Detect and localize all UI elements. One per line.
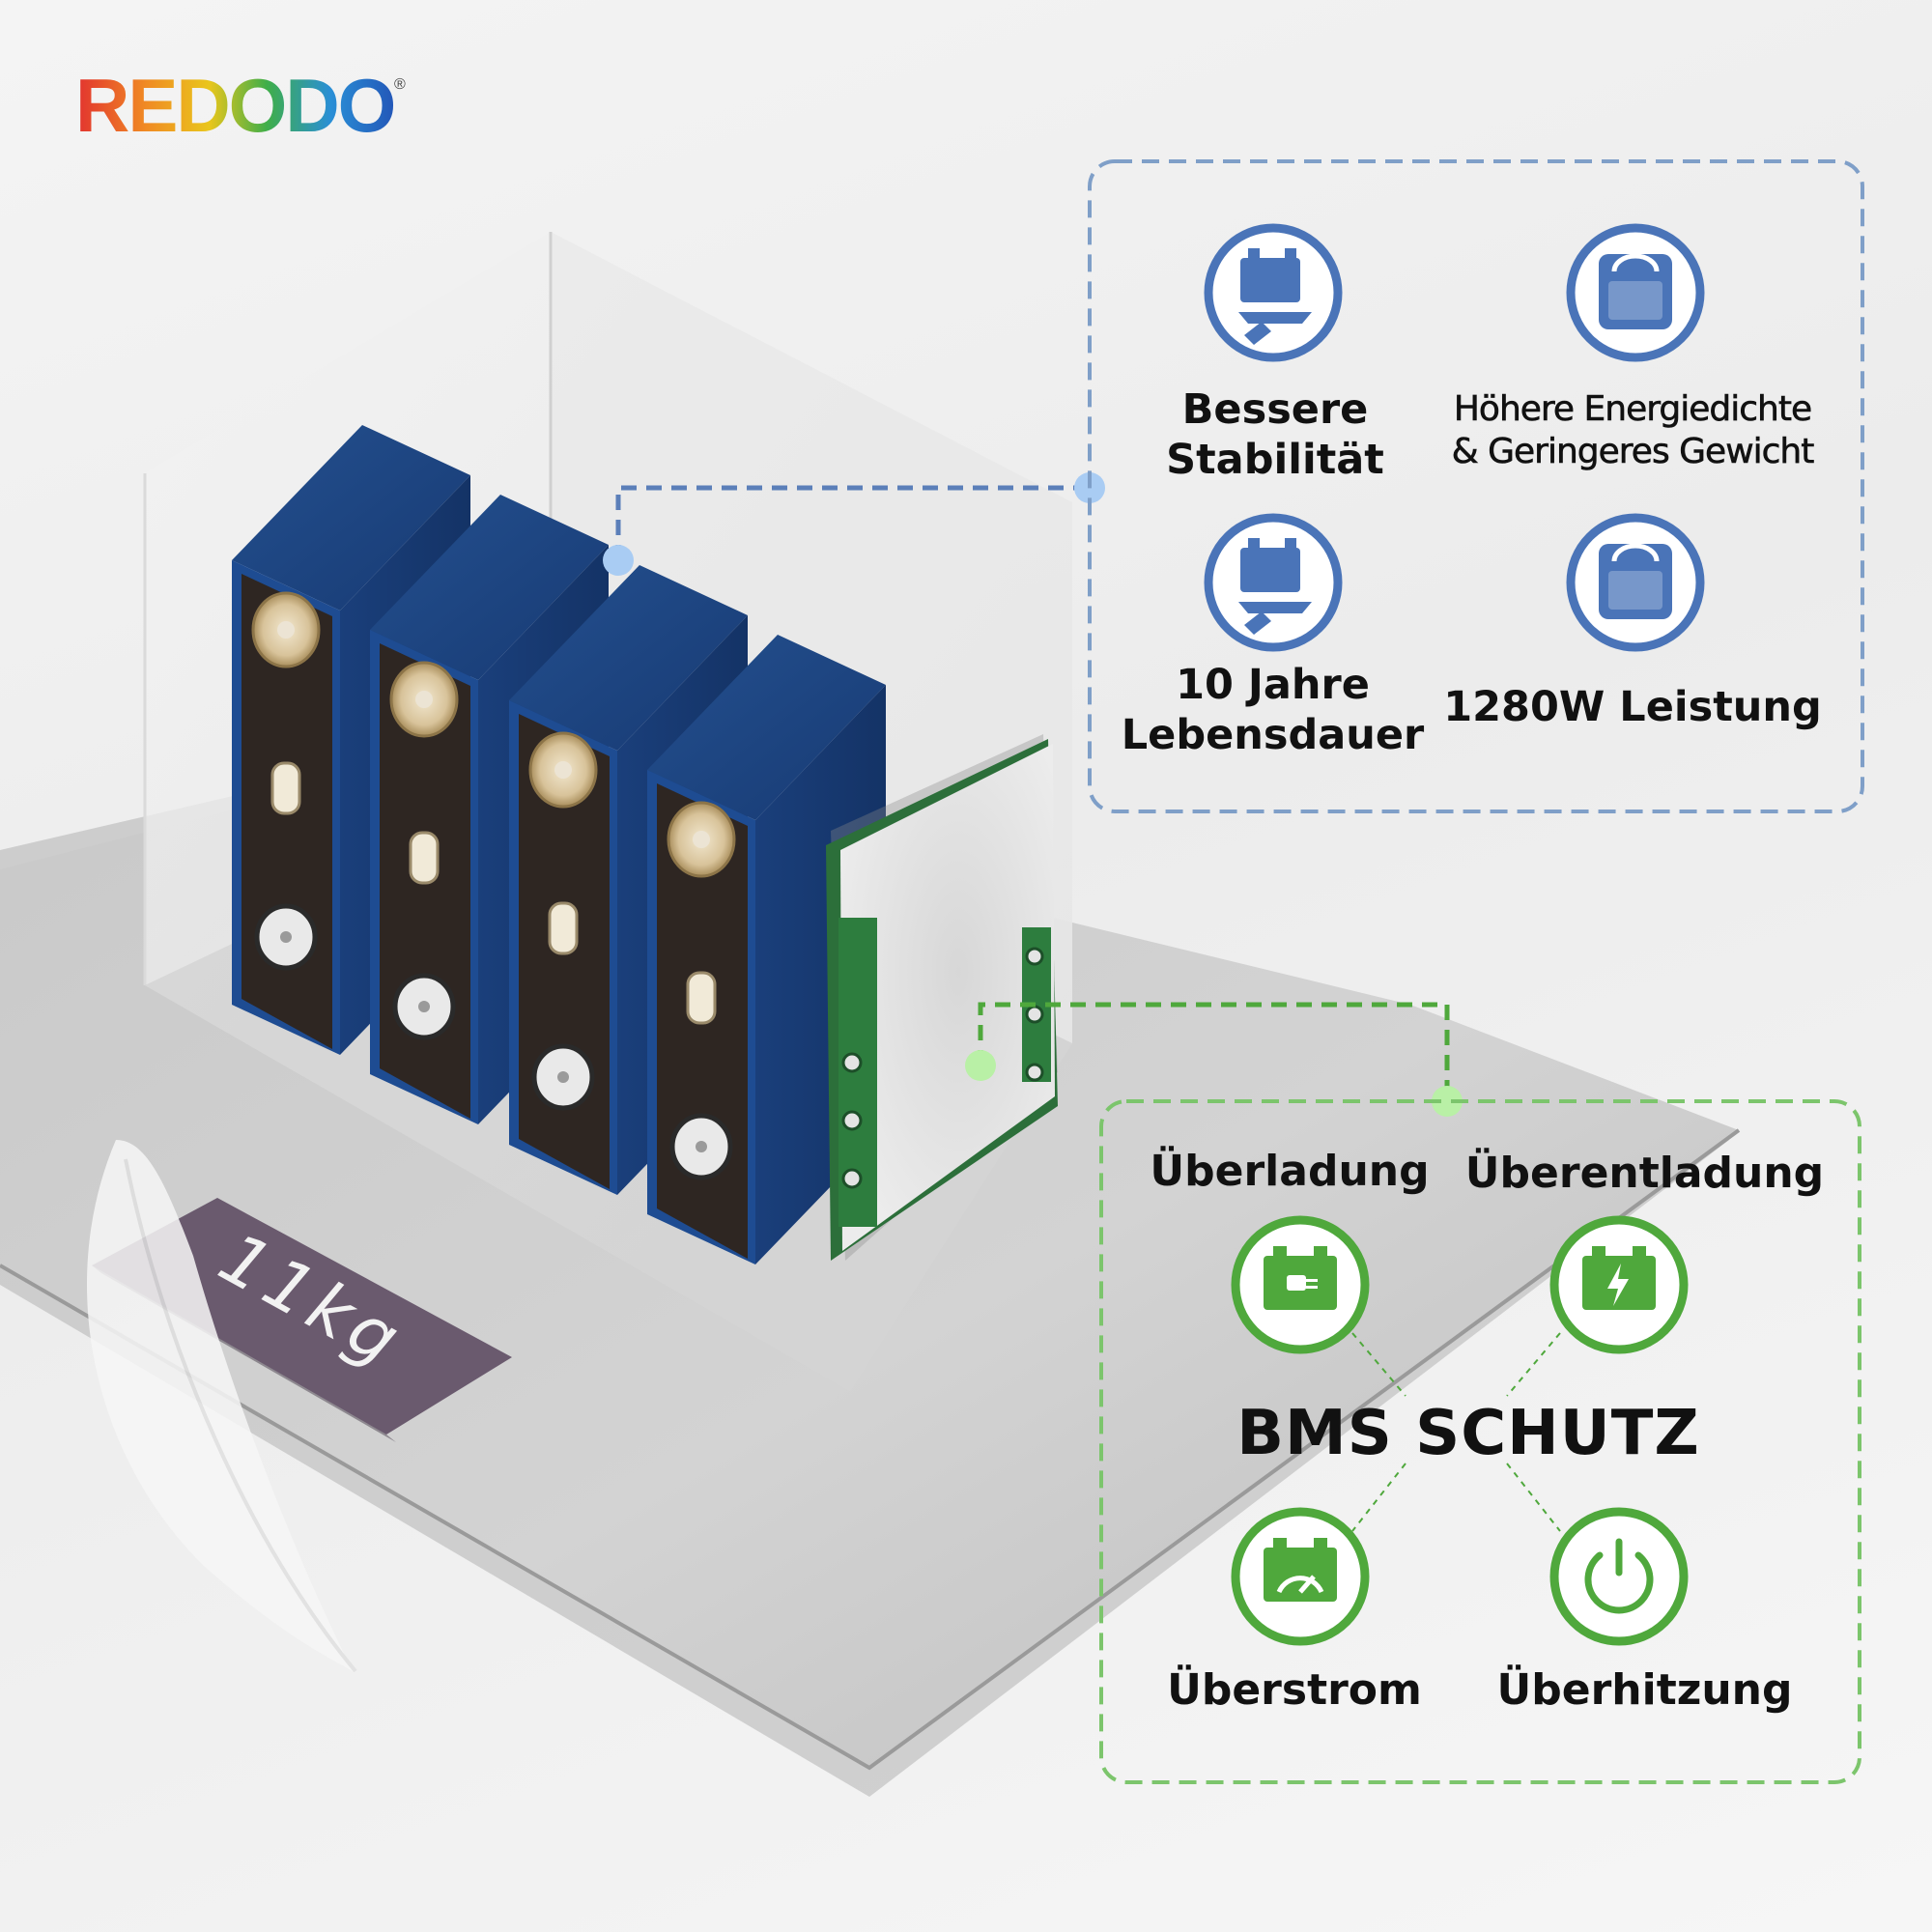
overcharge-icon [1231,1215,1370,1354]
power-scale-icon [1566,513,1705,652]
feature-lifespan-label: 10 Jahre Lebensdauer [1121,661,1425,760]
power-icon [1549,1507,1689,1646]
features-panel [1088,159,1864,813]
stability-icon [1204,223,1343,362]
scale-weight-icon [1566,223,1705,362]
lifespan-icon [1204,513,1343,652]
battery-cell [647,635,886,1264]
bms-connector [965,1002,1463,1117]
brand-name: REDODO [75,68,394,145]
feature-connector [603,472,1105,576]
bms-board [826,734,1058,1261]
overdischarge-icon [1549,1215,1689,1354]
feature-energy-density-label: Höhere Energiedichte & Geringeres Gewich… [1451,389,1814,472]
bms-panel [1099,1099,1861,1784]
bms-overcurrent-label: Überstrom [1167,1665,1422,1715]
battery-cells [232,425,886,1264]
registered-mark: ® [394,76,406,93]
bms-overheat-label: Überhitzung [1496,1665,1793,1715]
feature-stability-label: Bessere Stabilität [1166,385,1384,485]
bms-overcharge-label: Überladung [1150,1147,1430,1196]
redodo-logo: REDODO ® [75,68,406,145]
overcurrent-icon [1231,1507,1370,1646]
bms-diagonal-lines [1351,1332,1561,1532]
bms-overdischarge-label: Überentladung [1464,1149,1825,1198]
bms-title: BMS SCHUTZ [1236,1398,1700,1469]
feather-image [87,1140,357,1673]
feature-power-label: 1280W Leistung [1443,683,1822,731]
